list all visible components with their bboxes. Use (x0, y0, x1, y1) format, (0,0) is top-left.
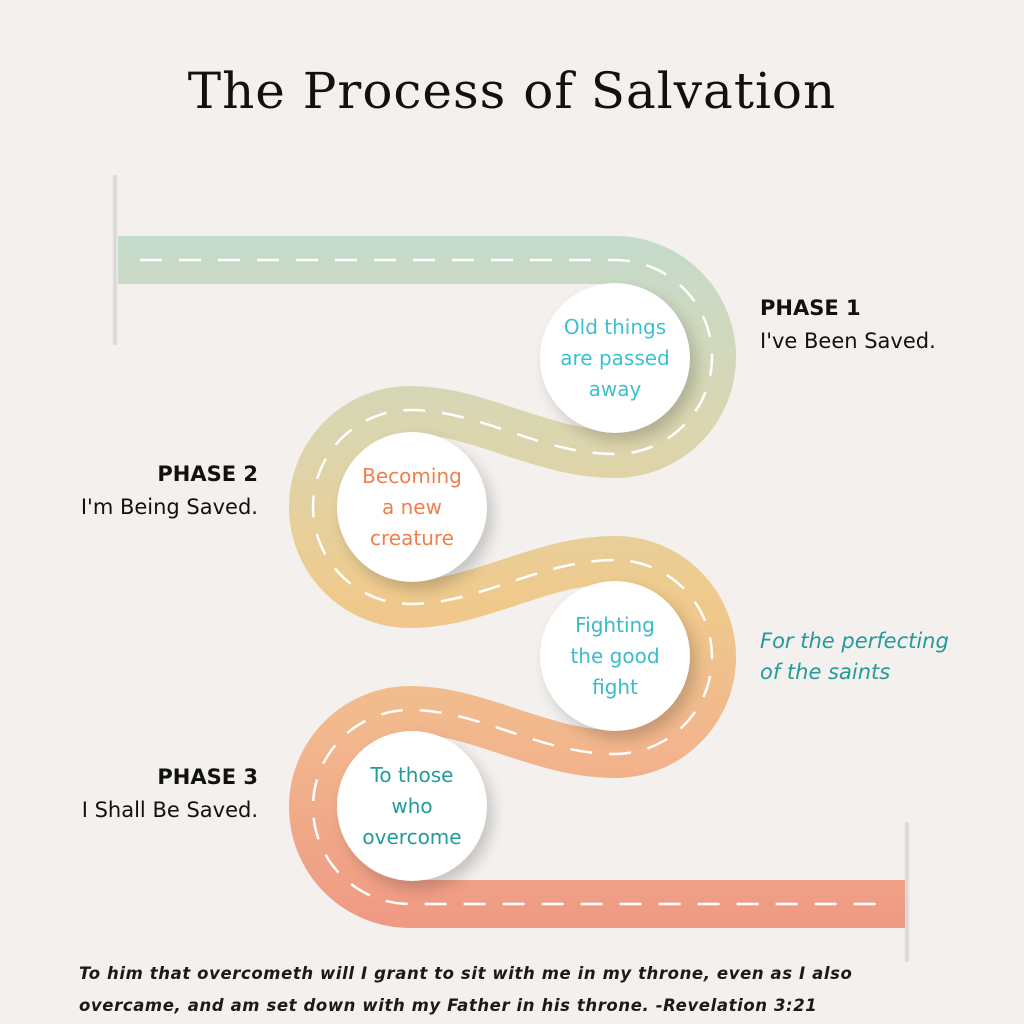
phase-subtitle: I Shall Be Saved. (81, 798, 258, 822)
bubble-line: fight (592, 674, 638, 699)
bubble-line: Old things (563, 314, 667, 339)
bubble-line: the good (570, 643, 660, 668)
road-start-post (112, 175, 118, 345)
road-dashes (140, 258, 880, 906)
bubble-line: To those (370, 762, 454, 787)
phase-1: PHASE 1 I've Been Saved. (760, 296, 936, 353)
bubble-old-things: Old things are passed away (540, 283, 690, 433)
phase-2: PHASE 2 I'm Being Saved. (81, 462, 258, 519)
road-end-post (904, 822, 910, 962)
bubble-line: away (588, 376, 642, 401)
bubble-good-fight: Fighting the good fight (540, 581, 690, 731)
phase-subtitle: I'm Being Saved. (80, 495, 258, 519)
phase-heading: PHASE 3 (157, 765, 258, 789)
bubble-overcome: To those who overcome (337, 731, 487, 881)
bubble-line: Fighting (575, 612, 655, 637)
verse-line: overcame, and am set down with my Father… (79, 996, 818, 1015)
verse-line: To him that overcometh will I grant to s… (79, 964, 853, 983)
bubble-line: creature (370, 525, 454, 550)
phase-heading: PHASE 1 (760, 296, 861, 320)
phase-3: PHASE 3 I Shall Be Saved. (82, 765, 258, 822)
phase-subtitle: I've Been Saved. (760, 329, 936, 353)
bubble-line: a new (382, 494, 442, 519)
phase-heading: PHASE 2 (157, 462, 258, 486)
bubble-line: are passed (560, 345, 670, 370)
perfecting-note: For the perfecting of the saints (760, 626, 949, 688)
note-line: of the saints (760, 660, 891, 684)
bubble-line: overcome (362, 824, 462, 849)
note-line: For the perfecting (760, 629, 949, 653)
bubble-line: Becoming (362, 463, 462, 488)
bubble-new-creature: Becoming a new creature (337, 432, 487, 582)
scripture-verse: To him that overcometh will I grant to s… (79, 958, 999, 1022)
page-title: The Process of Salvation (187, 62, 837, 120)
bubble-line: who (391, 793, 433, 818)
